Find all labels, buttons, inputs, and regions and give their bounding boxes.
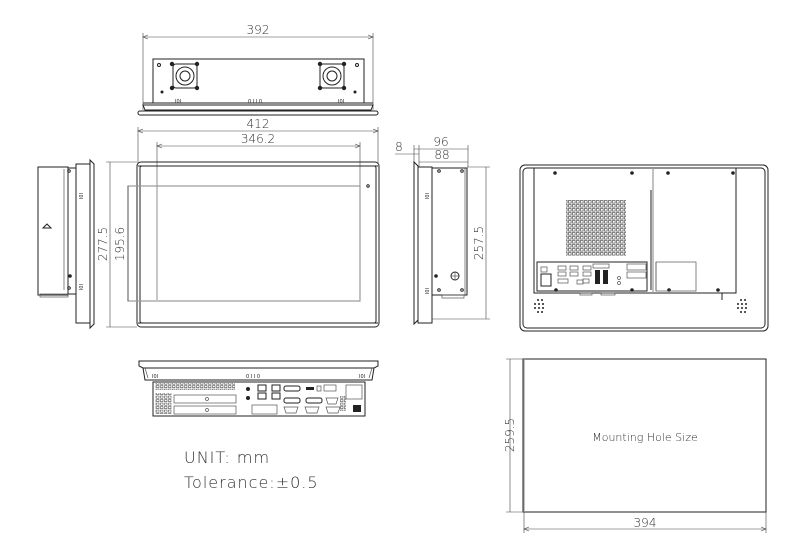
svg-text:I0I: I0I xyxy=(338,99,344,105)
notes: UNIT: mm Tolerance:±0.5 xyxy=(184,448,319,492)
front-outer-width-dim: 412 xyxy=(247,117,270,131)
svg-text:I0I: I0I xyxy=(77,193,83,199)
front-active-height-dim: 195.6 xyxy=(113,227,127,261)
tolerance-label: Tolerance:±0.5 xyxy=(184,473,319,492)
svg-text:I0I: I0I xyxy=(77,284,83,290)
front-outer-height-dim: 277.5 xyxy=(96,227,110,261)
svg-text:I0I: I0I xyxy=(359,374,365,380)
front-active-width-dim: 346.2 xyxy=(241,132,275,146)
right-side-view: 96 88 8 I0I I0I 257.5 xyxy=(395,135,490,326)
cutout-width-dim: 394 xyxy=(634,516,657,530)
vent-grid xyxy=(566,200,626,256)
side-height-dim: 257.5 xyxy=(472,226,486,260)
svg-text:0 I I 0: 0 I I 0 xyxy=(246,374,260,380)
bottom-view: I0I 0 I I 0 I0I xyxy=(138,360,379,417)
mounting-hole-label: Mounting Hole Size xyxy=(592,431,698,444)
svg-text:I0I: I0I xyxy=(423,288,429,294)
side-depth-dim: 96 xyxy=(433,135,448,149)
svg-text:I0I: I0I xyxy=(175,99,181,105)
fan-right-icon xyxy=(317,61,347,91)
side-body-depth-dim: 88 xyxy=(434,148,449,162)
fan-left-icon xyxy=(169,61,200,91)
left-side-view: I0I I0I xyxy=(37,158,95,330)
svg-text:0 I I 0: 0 I I 0 xyxy=(248,99,262,105)
top-width-dim: 392 xyxy=(247,23,270,37)
unit-label: UNIT: mm xyxy=(184,448,270,467)
cutout-height-dim: 259.5 xyxy=(503,418,517,452)
side-bezel-dim: 8 xyxy=(395,140,403,154)
mounting-cutout: 259.5 394 Mounting Hole Size xyxy=(503,358,767,533)
svg-text:I0I: I0I xyxy=(423,193,429,199)
rear-view xyxy=(519,164,769,332)
front-view: 412 346.2 277.5 195.6 xyxy=(96,110,380,328)
svg-text:I0I: I0I xyxy=(152,374,158,380)
top-view: 392 I0I 0 I I 0 I0I xyxy=(142,23,374,111)
